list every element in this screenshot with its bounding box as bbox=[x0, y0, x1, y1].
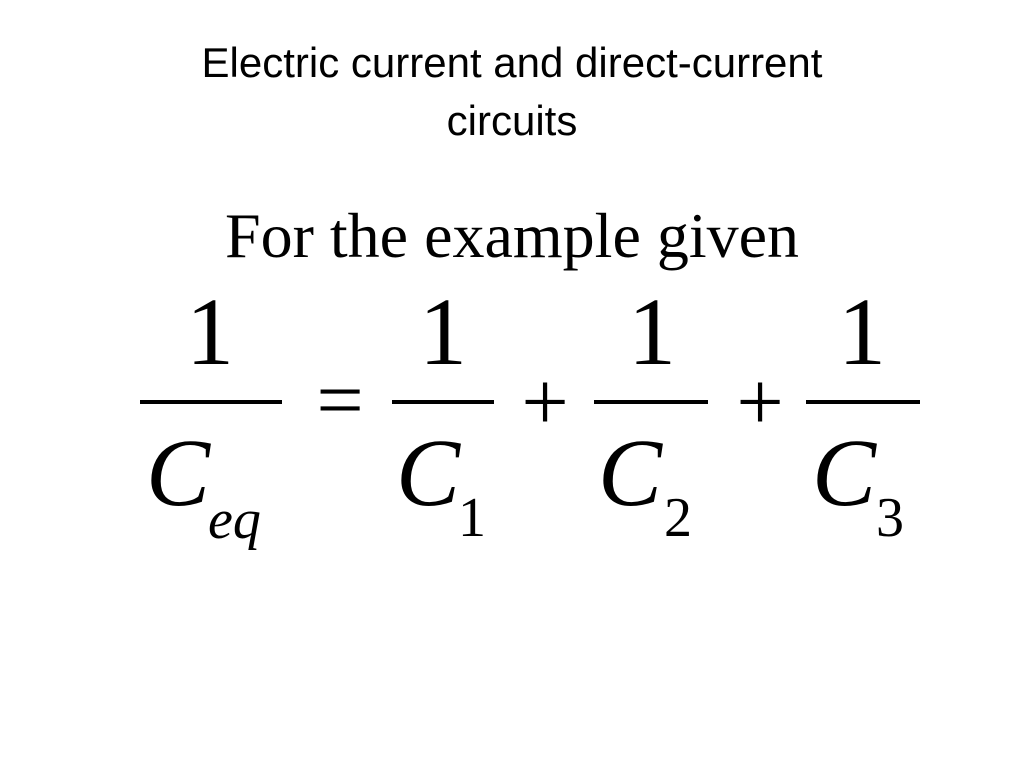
term-2-symbol: C bbox=[598, 419, 663, 526]
term-3-symbol: C bbox=[812, 419, 877, 526]
term-3-subscript: 3 bbox=[876, 487, 904, 549]
term-3-fraction: 1 C 3 bbox=[806, 278, 920, 549]
lhs-fraction: 1 C eq bbox=[140, 278, 282, 551]
plus-sign-1: + bbox=[521, 356, 568, 449]
term-1-subscript: 1 bbox=[458, 487, 486, 549]
term-1-numerator: 1 bbox=[419, 278, 467, 385]
term-2-fraction: 1 C 2 bbox=[594, 278, 708, 549]
term-2-subscript: 2 bbox=[664, 487, 692, 549]
slide-title-line-1: Electric current and direct-current bbox=[201, 39, 823, 86]
slide-title-line-2: circuits bbox=[446, 97, 578, 144]
lhs-numerator: 1 bbox=[186, 278, 234, 385]
term-3-numerator: 1 bbox=[838, 278, 886, 385]
example-heading: For the example given bbox=[224, 200, 800, 271]
plus-sign-2: + bbox=[736, 356, 783, 449]
slide-title: Electric current and direct-current circ… bbox=[0, 34, 1024, 150]
lhs-denominator-subscript: eq bbox=[208, 489, 261, 551]
lhs-denominator-symbol: C bbox=[146, 419, 211, 526]
term-1-symbol: C bbox=[396, 419, 461, 526]
term-2-numerator: 1 bbox=[628, 278, 676, 385]
term-1-fraction: 1 C 1 bbox=[392, 278, 494, 549]
equals-sign: = bbox=[316, 354, 363, 447]
